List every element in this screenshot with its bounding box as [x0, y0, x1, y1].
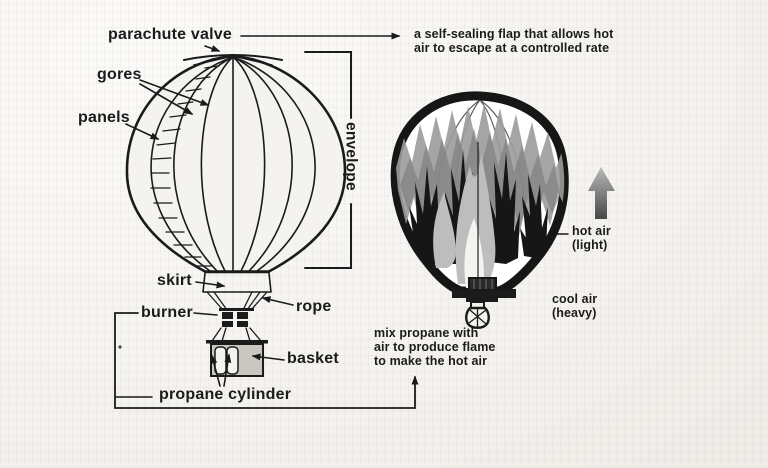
panel-rungs — [150, 65, 219, 267]
burner-propane-bracket — [114, 312, 419, 409]
burner-note: mix propane with air to produce flame to… — [374, 326, 496, 368]
skirt-arrow — [195, 281, 226, 289]
parachute-valve-note: a self-sealing flap that allows hot air … — [414, 27, 614, 55]
panels-label: panels — [78, 109, 130, 126]
skirt-label: skirt — [157, 272, 192, 289]
parachute-valve-label: parachute valve — [108, 26, 232, 43]
basket-label: basket — [287, 350, 339, 367]
cutaway-burner-unit — [452, 277, 516, 329]
ink-speck — [118, 345, 122, 349]
propane-cylinder-label: propane cylinder — [159, 386, 292, 403]
propane-cylinder-shape — [214, 346, 227, 375]
cool-air-label: cool air (heavy) — [552, 292, 598, 320]
flame-artwork — [396, 99, 565, 288]
rope-arrow — [261, 296, 294, 306]
gores-label: gores — [97, 66, 142, 83]
propane-arrow-1 — [210, 354, 221, 387]
rope-label: rope — [296, 298, 332, 315]
envelope-outline — [125, 54, 347, 274]
gores-arrow-1 — [139, 79, 210, 106]
envelope-bracket — [304, 51, 352, 269]
parachute-valve-leader — [204, 45, 221, 52]
panels-arrow — [125, 123, 160, 140]
left-balloon-drawing — [118, 54, 347, 377]
gores-arrow-2 — [139, 83, 194, 115]
basket-arrow — [251, 353, 285, 361]
parachute-valve-crown — [183, 54, 283, 66]
propane-arrow-2 — [223, 353, 232, 387]
gore-lines — [150, 56, 316, 272]
leader-lines — [114, 32, 569, 409]
up-arrow-icon — [588, 167, 615, 219]
skirt-band — [202, 270, 272, 311]
burner-unit — [211, 308, 262, 342]
hot-air-label: hot air (light) — [572, 224, 611, 252]
envelope-label: envelope — [342, 122, 360, 191]
right-balloon-drawing — [390, 91, 569, 329]
burner-leader — [193, 312, 218, 316]
burner-label: burner — [141, 304, 193, 321]
